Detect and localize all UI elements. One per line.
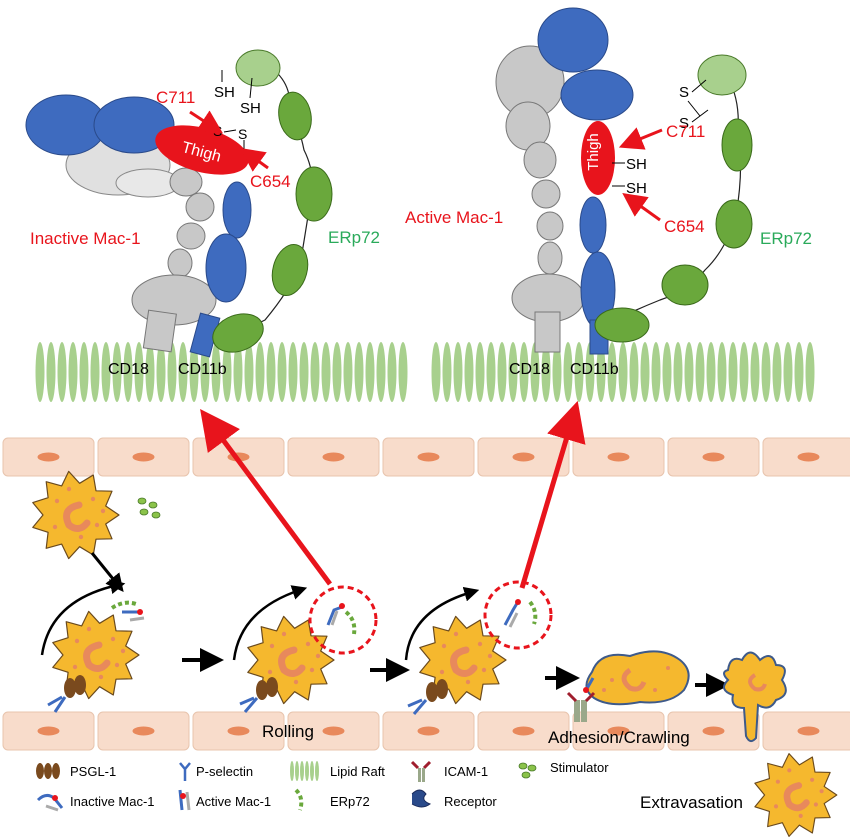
legend-lipid-raft-label: Lipid Raft <box>330 764 385 779</box>
legend-active-mac1-label: Active Mac-1 <box>196 794 271 809</box>
red-arrow-to-active <box>519 400 586 589</box>
cd18-chain-active <box>495 45 585 353</box>
active-mac1-title: Active Mac-1 <box>405 208 503 227</box>
legend-erp72-label: ERp72 <box>330 794 370 809</box>
sh-label-right-1: SH <box>626 156 647 173</box>
dashed-highlight-2 <box>483 580 553 650</box>
mac1-erp72-complex-2 <box>503 599 538 628</box>
inactive-mac1-title: Inactive Mac-1 <box>30 229 141 248</box>
legend-psgl1-label: PSGL-1 <box>70 764 116 779</box>
legend-receptor-label: Receptor <box>444 794 497 809</box>
thigh-label-right: Thigh <box>585 133 602 171</box>
rolling-arrow-2 <box>232 585 308 661</box>
cd11b-chain-active <box>537 7 634 355</box>
psgl1-tether-1 <box>47 675 86 713</box>
legend-stimulator: Stimulator <box>518 760 609 779</box>
s-label-left-1: S <box>213 123 222 139</box>
erp72-chain-right <box>594 54 753 343</box>
legend-receptor: Receptor <box>411 789 497 809</box>
cd11b-label-left: CD11b <box>178 361 227 378</box>
leukocyte-free <box>33 471 119 558</box>
icam1-binding <box>566 677 596 722</box>
legend-active-mac1: Active Mac-1 <box>178 789 271 811</box>
active-mac1-panel: Thigh S S SH SH C711 C654 Active Mac-1 E… <box>405 7 815 402</box>
c711-label-left: C711 <box>156 88 195 107</box>
psgl1-tether-3 <box>407 679 448 715</box>
rolling-arrow-1 <box>40 579 126 656</box>
legend-pselectin-label: P-selectin <box>196 764 253 779</box>
c711-label-right: C711 <box>666 122 705 141</box>
legend-inactive-mac1-label: Inactive Mac-1 <box>70 794 155 809</box>
lipid-raft-right <box>431 342 815 402</box>
endothelium-bottom <box>2 711 850 751</box>
thigh-domain-right: Thigh <box>581 121 615 195</box>
psgl1-tether-2 <box>239 677 278 713</box>
legend-lipid-raft: Lipid Raft <box>290 761 385 781</box>
cd18-label-right: CD18 <box>509 361 550 378</box>
c711-arrow-left <box>189 110 224 134</box>
legend-pselectin: P-selectin <box>179 762 253 781</box>
sh-label-left-2: SH <box>240 100 261 117</box>
legend-icam1-label: ICAM-1 <box>444 764 488 779</box>
dashed-highlight-1 <box>308 585 378 655</box>
c654-arrow-right <box>622 193 661 222</box>
legend-icam1: ICAM-1 <box>410 760 488 782</box>
arrow-down-free-cell <box>90 552 124 592</box>
rolling-label: Rolling <box>262 722 314 741</box>
mac1-erp72-complex-1 <box>326 603 357 635</box>
s-label-right-1: S <box>679 84 689 101</box>
c711-arrow-right <box>618 127 663 150</box>
cd11b-label-right: CD11b <box>570 361 619 378</box>
legend-erp72: ERp72 <box>294 788 370 811</box>
sh-label-left-1: SH <box>214 84 235 101</box>
leukocyte-extravasating <box>723 651 787 742</box>
s-label-left-2: S <box>238 126 247 142</box>
leukocyte-extravasation-icon <box>755 754 837 837</box>
erp72-chain-left <box>212 49 333 353</box>
erp72-label-left: ERp72 <box>328 228 380 247</box>
inactive-mac1-panel: Thigh SH SH S S C711 C654 Inactive Mac-1… <box>25 49 408 402</box>
legend-psgl1: PSGL-1 <box>36 763 116 779</box>
s-label-right-2: S <box>679 115 689 132</box>
c654-label-left: C654 <box>250 172 291 191</box>
legend: PSGL-1 P-selectin Lipid Raft ICAM-1 Stim… <box>36 760 609 812</box>
erp72-label-right: ERp72 <box>760 229 812 248</box>
cd11b-chain <box>25 94 252 358</box>
legend-stimulator-label: Stimulator <box>550 760 609 775</box>
mac1-erp72-complex-0 <box>110 600 145 622</box>
red-arrow-to-inactive <box>200 408 333 586</box>
adhesion-label: Adhesion/Crawling <box>548 728 690 747</box>
extravasation-label: Extravasation <box>640 793 743 812</box>
lipid-raft-left <box>35 342 408 402</box>
thigh-domain-left: Thigh <box>155 125 249 175</box>
legend-inactive-mac1: Inactive Mac-1 <box>36 793 155 812</box>
endothelium-top <box>2 437 850 477</box>
rolling-arrow-3 <box>404 586 480 661</box>
sh-label-right-2: SH <box>626 180 647 197</box>
leukocyte-crawling <box>585 650 690 706</box>
c654-label-right: C654 <box>664 217 705 236</box>
stimulator-group <box>137 497 161 519</box>
cd18-label-left: CD18 <box>108 361 149 378</box>
c654-arrow-left <box>240 147 269 172</box>
